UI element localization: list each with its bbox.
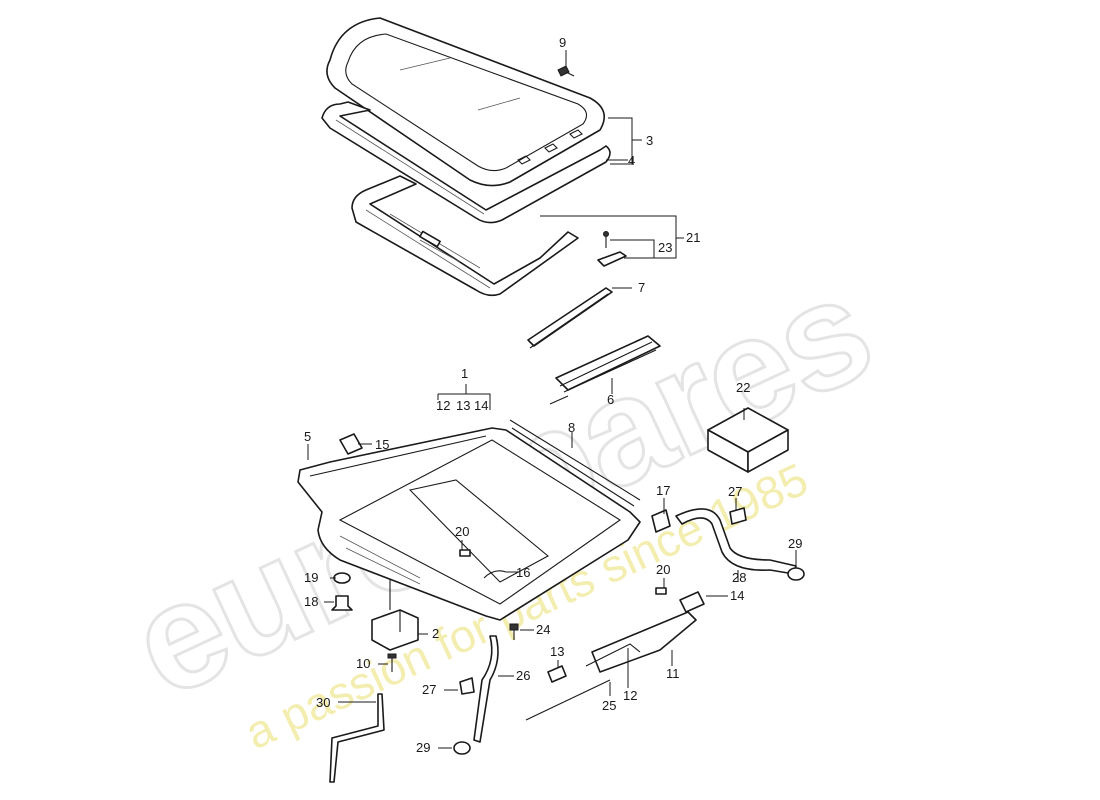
connector-17[interactable]	[651, 509, 671, 533]
callout-27a: 27	[728, 484, 742, 499]
callout-29a: 29	[788, 536, 802, 551]
callout-10: 10	[356, 656, 370, 671]
callout-12a: 12	[436, 398, 450, 413]
cable-12[interactable]	[585, 643, 641, 667]
callout-20a: 20	[455, 524, 469, 539]
callout-2: 2	[432, 626, 439, 641]
sunroof-main-frame[interactable]	[297, 419, 641, 621]
glass-seal[interactable]	[321, 101, 611, 224]
callout-13b: 13	[550, 644, 564, 659]
leader-lines	[307, 50, 797, 749]
plug-18[interactable]	[331, 595, 353, 611]
callout-11: 11	[666, 666, 680, 681]
callout-18: 18	[304, 594, 318, 609]
callout-20b: 20	[656, 562, 670, 577]
callout-22: 22	[736, 380, 750, 395]
callout-14b: 14	[730, 588, 744, 603]
callout-15: 15	[375, 437, 389, 452]
callout-29b: 29	[416, 740, 430, 755]
clip-16[interactable]	[483, 570, 507, 579]
bracket-23[interactable]	[597, 231, 627, 267]
grommet-29b[interactable]	[453, 741, 471, 755]
bolt-24[interactable]	[509, 623, 519, 640]
callout-8: 8	[568, 420, 575, 435]
callout-1: 1	[461, 366, 468, 381]
callout-25: 25	[602, 698, 616, 713]
drain-hose-26[interactable]	[473, 635, 499, 743]
glass-panel[interactable]	[326, 17, 606, 187]
crank-30[interactable]	[329, 693, 385, 783]
cable-25[interactable]	[525, 679, 611, 721]
callout-labels: 9 3 4 21 23 7 1 12 13 14 6 22 8 5 15 17 …	[304, 35, 802, 755]
callout-4: 4	[628, 153, 635, 168]
box-22[interactable]	[707, 407, 789, 473]
callout-9: 9	[559, 35, 566, 50]
screw-9[interactable]	[557, 65, 575, 77]
callout-16: 16	[516, 565, 530, 580]
screw-10[interactable]	[387, 653, 397, 672]
motor-2[interactable]	[371, 580, 419, 651]
callout-27b: 27	[422, 682, 436, 697]
callout-17: 17	[656, 483, 670, 498]
callout-7: 7	[638, 280, 645, 295]
sunroof-frame[interactable]	[351, 175, 579, 297]
deflector-rail-7[interactable]	[527, 287, 613, 349]
callout-19: 19	[304, 570, 318, 585]
clip-20b[interactable]	[655, 587, 667, 595]
shim-15[interactable]	[339, 433, 363, 455]
bracket-14[interactable]	[679, 591, 705, 613]
cable-guide-11[interactable]	[591, 611, 697, 673]
callout-13a: 13	[456, 398, 470, 413]
callout-6: 6	[607, 392, 614, 407]
grommet-29a[interactable]	[787, 567, 805, 581]
callout-24: 24	[536, 622, 550, 637]
callout-26: 26	[516, 668, 530, 683]
clip-27b[interactable]	[459, 677, 475, 695]
sunshade-6[interactable]	[549, 335, 661, 405]
clip-20a[interactable]	[459, 549, 471, 557]
callout-12b: 12	[623, 688, 637, 703]
callout-28: 28	[732, 570, 746, 585]
callout-3: 3	[646, 133, 653, 148]
callout-5: 5	[304, 429, 311, 444]
clip-27a[interactable]	[729, 507, 747, 525]
washer-19[interactable]	[333, 572, 351, 584]
callout-14a: 14	[474, 398, 488, 413]
callout-21: 21	[686, 230, 700, 245]
callout-23: 23	[658, 240, 672, 255]
callout-30: 30	[316, 695, 330, 710]
clip-13[interactable]	[547, 665, 567, 683]
